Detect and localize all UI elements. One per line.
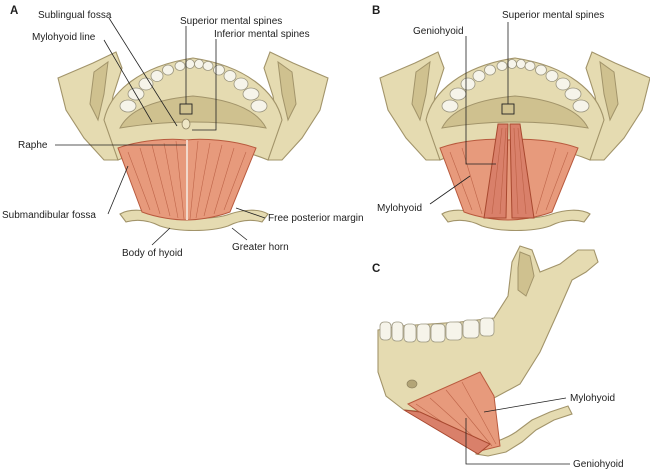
label-greater-horn: Greater horn xyxy=(232,242,289,253)
panel-a: A Sublingual fossa Mylohyoid line Superi… xyxy=(2,5,364,259)
mylohyoid-fibers-a xyxy=(127,140,247,220)
label-mylohyoid-c: Mylohyoid xyxy=(570,393,615,404)
inferior-mental-spine xyxy=(181,118,191,130)
label-mylohyoid-b: Mylohyoid xyxy=(377,203,422,214)
mylohyoid-muscle-b xyxy=(439,138,579,221)
panel-label-b: B xyxy=(372,5,380,17)
geniohyoid-fibers-b xyxy=(491,127,527,215)
label-body-of-hyoid: Body of hyoid xyxy=(122,248,183,259)
geniohyoid-muscle-c xyxy=(403,409,491,455)
label-superior-mental-spines-a: Superior mental spines xyxy=(180,16,282,27)
geniohyoid-left-b xyxy=(483,123,509,219)
label-mylohyoid-line: Mylohyoid line xyxy=(32,32,96,43)
mylohyoid-fibers-b xyxy=(449,147,569,215)
label-raphe: Raphe xyxy=(18,140,48,151)
label-free-posterior-margin: Free posterior margin xyxy=(268,213,364,224)
panel-b: B Geniohyoid Superior mental spines Mylo… xyxy=(372,5,650,232)
panel-label-a: A xyxy=(10,5,18,17)
label-geniohyoid-c: Geniohyoid xyxy=(573,459,624,470)
label-inferior-mental-spines: Inferior mental spines xyxy=(214,29,310,40)
label-sublingual-fossa: Sublingual fossa xyxy=(38,10,112,21)
panel-label-c: C xyxy=(372,263,380,275)
panel-c: C Mylohyoid Geniohyoid xyxy=(372,245,624,470)
label-geniohyoid-b: Geniohyoid xyxy=(413,26,464,37)
label-submandibular-fossa: Submandibular fossa xyxy=(2,210,96,221)
label-superior-mental-spines-b: Superior mental spines xyxy=(502,10,604,21)
